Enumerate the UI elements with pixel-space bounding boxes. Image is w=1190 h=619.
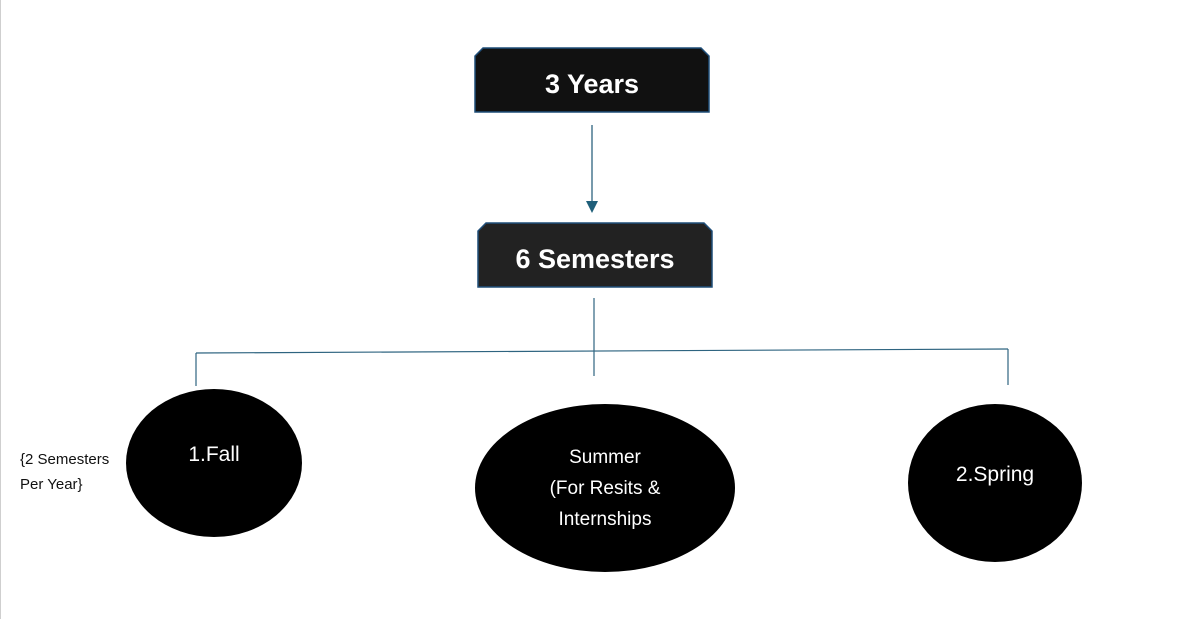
page-left-border (0, 0, 1, 619)
note-line-2: Per Year} (20, 476, 83, 493)
summer-label-line-2: (For Resits & (550, 478, 661, 499)
summer-label-line-1: Summer (569, 447, 641, 468)
summer-ellipse (475, 404, 735, 572)
root-box-label: 3 Years (545, 69, 639, 99)
fall-node: 1.Fall (126, 389, 302, 537)
fall-label: 1.Fall (188, 443, 239, 466)
horizontal-branch-line (195, 348, 1009, 354)
branch-connectors (195, 298, 1009, 386)
fall-ellipse (126, 389, 302, 537)
semesters-box-shape (477, 222, 713, 288)
spring-node: 2.Spring (908, 404, 1082, 562)
semesters-box-label: 6 Semesters (515, 244, 674, 274)
note-line-1: {2 Semesters (20, 451, 109, 468)
semesters-box: 6 Semesters (477, 222, 713, 288)
root-box: 3 Years (474, 47, 710, 113)
summer-label-line-3: Internships (559, 509, 652, 530)
spring-label: 2.Spring (956, 463, 1034, 486)
spring-ellipse (908, 404, 1082, 562)
root-box-shape (474, 47, 710, 113)
summer-node: Summer (For Resits & Internships (475, 404, 735, 572)
semesters-per-year-note: {2 Semesters Per Year} (20, 451, 109, 493)
